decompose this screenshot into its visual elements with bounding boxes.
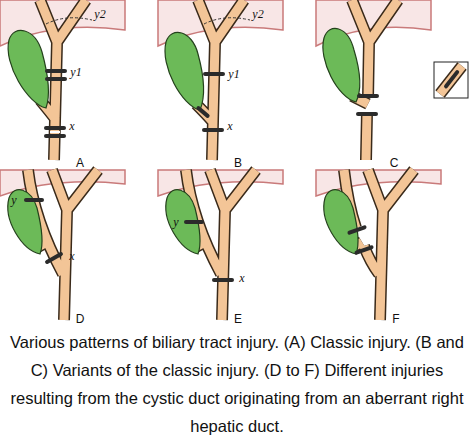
clip-label: x xyxy=(227,119,232,134)
panel-letter: A xyxy=(76,156,84,170)
panel-f-drawing xyxy=(316,170,441,320)
clip-label: x xyxy=(239,271,244,286)
clip-label: y2 xyxy=(252,7,263,22)
panel-letter: E xyxy=(234,312,242,326)
clip-label: x xyxy=(69,119,74,134)
clip-label: y1 xyxy=(228,67,239,82)
figure-caption: Various patterns of biliary tract injury… xyxy=(4,328,470,440)
panel-letter: F xyxy=(392,312,399,326)
panel-e-drawing xyxy=(158,170,283,320)
clip-label: y2 xyxy=(94,7,105,22)
clip-label: y xyxy=(11,193,16,208)
clip-label: x xyxy=(69,249,74,264)
panel-letter: B xyxy=(234,156,242,170)
panel-b-drawing xyxy=(158,0,283,160)
panel-c-drawing xyxy=(316,0,468,160)
clip-label: y xyxy=(173,215,178,230)
clip-label: y1 xyxy=(70,65,81,80)
panel-letter: D xyxy=(76,312,85,326)
panel-d-drawing xyxy=(0,170,125,320)
panel-letter: C xyxy=(390,156,399,170)
panel-a-drawing xyxy=(0,0,125,160)
